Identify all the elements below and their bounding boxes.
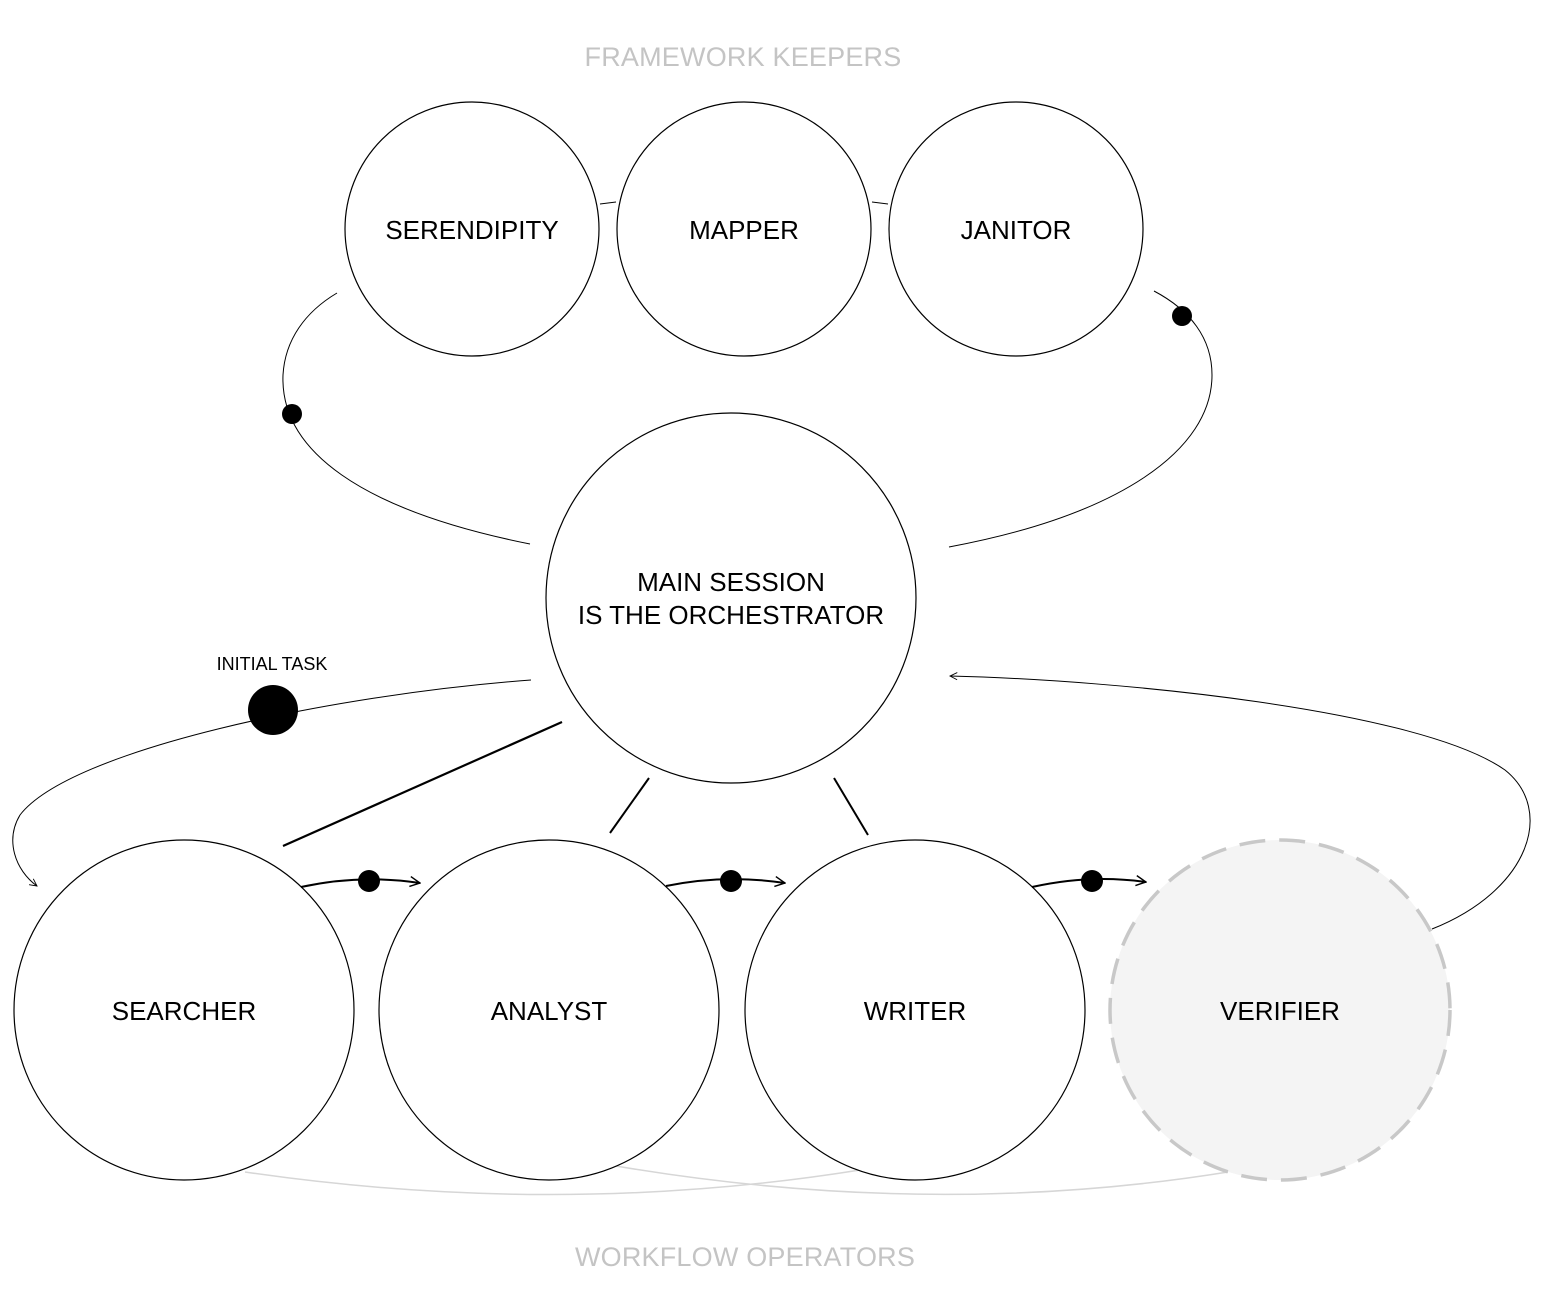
node-writer[interactable]: WRITER <box>744 839 1086 1181</box>
dot-right-keeper-arc <box>1172 306 1192 326</box>
node-analyst-label: ANALYST <box>491 996 608 1026</box>
node-searcher[interactable]: SEARCHER <box>13 839 355 1181</box>
faint-connector-searcher-writer <box>244 1169 861 1196</box>
node-writer-label: WRITER <box>864 996 967 1026</box>
orchestrator-label-line1: MAIN SESSION <box>637 567 825 597</box>
node-verifier-label: VERIFIER <box>1220 996 1340 1026</box>
initial-task-dot <box>248 685 298 735</box>
line-orchestrator-searcher <box>282 720 563 848</box>
arc-verifier-orchestrator <box>950 676 1531 930</box>
node-orchestrator[interactable]: MAIN SESSION IS THE ORCHESTRATOR <box>545 412 917 784</box>
link-mapper-janitor <box>871 201 889 205</box>
node-serendipity[interactable]: SERENDIPITY <box>344 101 600 357</box>
line-orchestrator-analyst <box>609 777 650 834</box>
node-janitor[interactable]: JANITOR <box>888 101 1144 357</box>
node-mapper[interactable]: MAPPER <box>616 101 872 357</box>
framework-keepers-label: FRAMEWORK KEEPERS <box>585 42 902 72</box>
line-orchestrator-writer <box>833 777 869 836</box>
node-verifier[interactable]: VERIFIER <box>1108 838 1452 1182</box>
orchestrator-label-line2: IS THE ORCHESTRATOR <box>578 600 884 630</box>
workflow-operators-label: WORKFLOW OPERATORS <box>575 1242 915 1272</box>
node-serendipity-label: SERENDIPITY <box>385 215 558 245</box>
arc-initial-task <box>12 679 532 886</box>
initial-task-label: INITIAL TASK <box>217 654 328 674</box>
arc-orchestrator-janitor <box>948 290 1213 548</box>
faint-connector-analyst-verifier <box>609 1164 1229 1196</box>
node-analyst[interactable]: ANALYST <box>378 839 720 1181</box>
dot-analyst-writer <box>720 870 742 892</box>
link-serendipity-mapper <box>599 201 617 205</box>
dot-left-keeper-arc <box>282 404 302 424</box>
node-mapper-label: MAPPER <box>689 215 799 245</box>
dot-writer-verifier <box>1081 870 1103 892</box>
dot-searcher-analyst <box>358 870 380 892</box>
node-searcher-label: SEARCHER <box>112 996 256 1026</box>
node-janitor-label: JANITOR <box>961 215 1072 245</box>
